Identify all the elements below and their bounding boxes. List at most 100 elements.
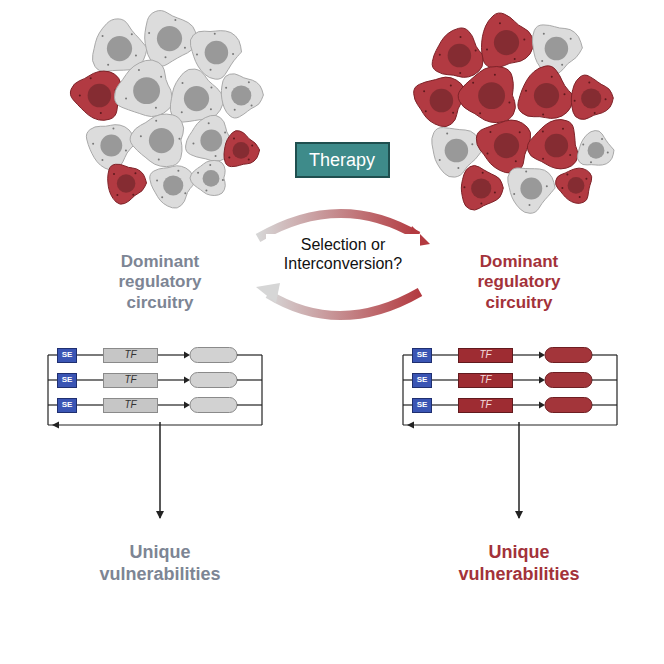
cell xyxy=(114,60,172,117)
granule xyxy=(546,185,548,187)
granule xyxy=(543,33,545,35)
cell xyxy=(70,71,120,120)
granule xyxy=(486,48,488,50)
granule xyxy=(542,158,544,160)
wire xyxy=(48,354,57,355)
node-text: TF xyxy=(479,350,491,360)
transcription-factor-box: TF xyxy=(458,398,513,413)
granule xyxy=(131,33,133,35)
wire xyxy=(592,404,617,405)
cell xyxy=(508,168,555,213)
circuitry-heading: Dominant regulatory circuitry xyxy=(459,252,579,313)
nucleus xyxy=(581,88,601,108)
wire xyxy=(237,404,262,405)
granule xyxy=(102,35,104,37)
granule xyxy=(197,172,199,174)
cell xyxy=(190,160,225,195)
granule xyxy=(161,196,163,198)
wire xyxy=(432,404,458,405)
cell xyxy=(518,66,573,119)
nucleus xyxy=(478,82,505,109)
wire xyxy=(77,379,103,380)
granule xyxy=(232,53,234,55)
granule xyxy=(90,77,92,79)
granule xyxy=(248,81,250,83)
gene-product xyxy=(545,398,592,413)
granule xyxy=(251,145,253,147)
granule xyxy=(489,131,491,133)
granule xyxy=(450,84,452,86)
feedback-wire xyxy=(402,355,403,425)
granule xyxy=(508,101,510,103)
nucleus xyxy=(157,26,182,51)
granule xyxy=(184,47,186,49)
granule xyxy=(514,58,516,60)
wire xyxy=(432,354,458,355)
gene-product xyxy=(190,348,237,363)
nucleus xyxy=(233,142,250,159)
nucleus xyxy=(430,89,454,113)
granule xyxy=(155,120,157,122)
cell xyxy=(461,165,503,210)
granule xyxy=(160,76,162,78)
granule xyxy=(425,110,427,112)
nucleus xyxy=(568,177,585,194)
nucleus xyxy=(163,175,183,195)
wire xyxy=(513,354,541,355)
arrow-head xyxy=(539,352,545,359)
nucleus xyxy=(520,178,542,200)
wire xyxy=(237,354,262,355)
wire xyxy=(158,379,186,380)
feedback-wire xyxy=(48,424,262,425)
granule xyxy=(551,76,553,78)
feedback-wire xyxy=(261,355,262,425)
node-text: SE xyxy=(417,401,428,409)
arrow-head xyxy=(184,377,190,384)
granule xyxy=(463,186,465,188)
granule xyxy=(214,33,216,35)
wire xyxy=(237,379,262,380)
granule xyxy=(525,90,527,92)
super-enhancer-box: SE xyxy=(412,348,432,363)
super-enhancer-box: SE xyxy=(57,348,77,363)
granule xyxy=(515,160,517,162)
super-enhancer-box: SE xyxy=(412,398,432,413)
granule xyxy=(101,159,103,161)
wire xyxy=(158,404,186,405)
granule xyxy=(222,179,224,181)
granule xyxy=(594,112,596,114)
granule xyxy=(439,54,441,56)
transcription-factor-box: TF xyxy=(103,373,158,388)
granule xyxy=(499,22,501,24)
super-enhancer-box: SE xyxy=(57,373,77,388)
nucleus xyxy=(203,170,220,187)
granule xyxy=(205,189,207,191)
nucleus xyxy=(534,83,559,108)
granule xyxy=(494,192,496,194)
granule xyxy=(112,127,114,129)
wire xyxy=(403,379,412,380)
granule xyxy=(562,128,564,130)
gene-product xyxy=(545,348,592,363)
granule xyxy=(582,143,584,145)
down-arrow xyxy=(159,422,161,518)
arrow-head xyxy=(407,422,414,429)
node-text: TF xyxy=(479,375,491,385)
granule xyxy=(182,82,184,84)
cell xyxy=(145,11,197,67)
transcription-factor-box: TF xyxy=(103,348,158,363)
nucleus xyxy=(117,174,135,192)
granule xyxy=(471,143,473,145)
granule xyxy=(132,194,134,196)
nucleus xyxy=(231,85,251,105)
granule xyxy=(224,131,226,133)
arrow-head xyxy=(256,283,280,303)
granule xyxy=(439,159,441,161)
granule xyxy=(140,135,142,137)
granule xyxy=(525,171,527,173)
transcription-factor-box: TF xyxy=(458,348,513,363)
wire xyxy=(158,354,186,355)
arrow-head xyxy=(539,377,545,384)
granule xyxy=(570,38,572,40)
